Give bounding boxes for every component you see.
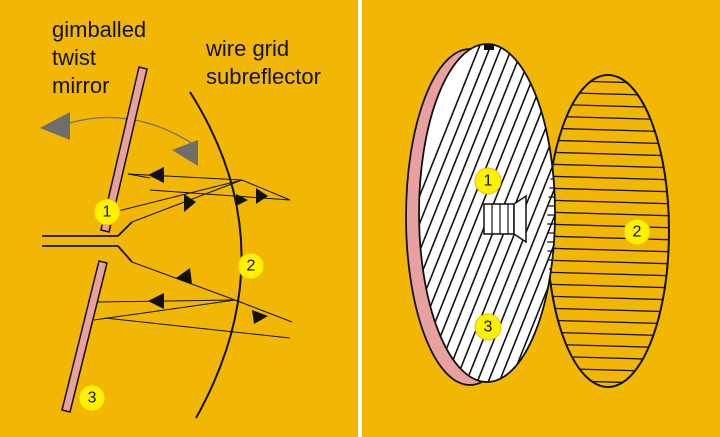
left-marker-1-text: 1: [103, 204, 112, 221]
mirror-label-line-1: gimballed: [52, 17, 146, 42]
right-marker-2-text: 2: [633, 224, 642, 241]
left-marker-2-text: 2: [247, 258, 256, 275]
ray-arrow-1-icon: [148, 167, 164, 183]
subreflector-label-line-1: wire grid: [205, 36, 289, 61]
right-marker-3-text: 3: [484, 319, 493, 336]
rotation-arrow-right-icon: [172, 140, 198, 166]
left-marker-3: 3: [78, 384, 106, 412]
subreflector-label-line-2: subreflector: [206, 64, 321, 89]
wire-grid-disk: [546, 74, 670, 388]
wire-grid-subreflector: [189, 91, 243, 419]
rotation-arrow-left-icon: [40, 112, 70, 140]
ray-arrow-5-icon: [176, 268, 192, 284]
ray-arrow-3-icon: [236, 194, 248, 206]
right-marker-2: 2: [623, 218, 651, 246]
subreflector-label: wire grid subreflector: [205, 36, 321, 89]
ray-arrow-4-icon: [256, 188, 268, 204]
ray-arrow-6-icon: [148, 293, 164, 309]
ray-arrow-2-icon: [184, 194, 196, 212]
mirror-top-tab: [484, 44, 494, 50]
right-panel: 1 2 3: [405, 43, 670, 388]
left-panel-background: [0, 0, 358, 437]
left-marker-1: 1: [93, 198, 121, 226]
left-panel: gimballed twist mirror wire grid subrefl…: [40, 17, 321, 419]
twist-mirror-lower: [61, 260, 108, 413]
left-marker-2: 2: [237, 252, 265, 280]
right-marker-1: 1: [474, 167, 502, 195]
ray-arrow-7-icon: [252, 310, 268, 324]
feed-horn-icon: [42, 221, 133, 263]
right-marker-1-text: 1: [484, 173, 493, 190]
left-marker-3-text: 3: [88, 390, 97, 407]
mirror-label-line-2: twist: [52, 45, 96, 70]
center-feed-icon: [483, 194, 527, 244]
mirror-label: gimballed twist mirror: [52, 17, 152, 98]
right-marker-3: 3: [474, 313, 502, 341]
mirror-label-line-3: mirror: [52, 73, 109, 98]
twist-mirror-upper: [100, 66, 148, 233]
ray-arrows: [148, 167, 268, 324]
